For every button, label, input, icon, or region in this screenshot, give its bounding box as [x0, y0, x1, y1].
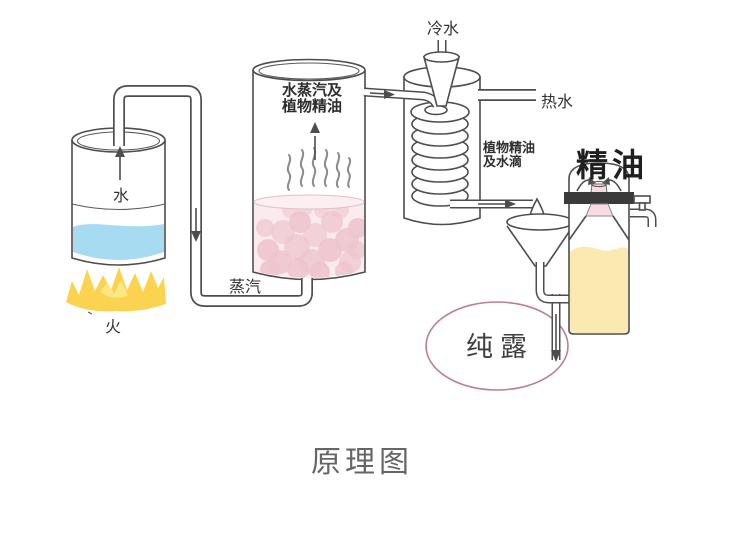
- cold-water-funnel: [422, 38, 461, 107]
- plant-surface: [253, 194, 365, 210]
- label-fire: 火: [105, 319, 121, 336]
- separator-funnel: [506, 197, 574, 362]
- steam-squiggles-icon: [286, 147, 352, 191]
- label-condensate-line1: 植物精油: [482, 140, 535, 155]
- label-cold-water: 冷水: [427, 20, 459, 38]
- pipe-down-arrow: [191, 208, 201, 242]
- label-essential-oil: 精油: [576, 147, 648, 183]
- oil-bottle: [564, 162, 657, 335]
- steam-pipe: [113, 85, 313, 307]
- boiler-up-arrow: [115, 146, 125, 180]
- water-fill: [73, 224, 164, 260]
- tap-icon: [630, 195, 657, 228]
- condenser-coil-icon: [410, 101, 470, 207]
- vapor-capture-arrows: [576, 177, 622, 192]
- label-hydrosol: 纯露: [466, 332, 534, 362]
- cap-band: [564, 192, 634, 204]
- label-vapor-line1: 水蒸汽及: [282, 81, 343, 99]
- vapor-up-arrow: [310, 122, 320, 160]
- condenser: [363, 38, 538, 226]
- label-hot-water: 热水: [541, 93, 573, 111]
- label-vapor-line2: 植物精油: [282, 97, 342, 115]
- cork-neck: [585, 203, 614, 217]
- water-level-line: [71, 203, 166, 211]
- label-water: 水: [113, 187, 129, 205]
- label-condensate-line2: 及水滴: [483, 154, 522, 169]
- diagram-title: 原理图: [311, 446, 413, 479]
- hydrosol-down-arrow: [551, 314, 561, 362]
- hydrosol-ellipse: [425, 301, 569, 391]
- label-steam: 蒸汽: [229, 278, 261, 296]
- plant-material: [254, 201, 364, 278]
- funnel-stem-pipe: [535, 262, 572, 304]
- condensate-outlet-pipe: [450, 199, 533, 209]
- cork-top: [590, 183, 608, 194]
- still-vessel: [252, 58, 366, 281]
- fire-flame: [66, 267, 166, 315]
- oil-fill: [570, 246, 628, 333]
